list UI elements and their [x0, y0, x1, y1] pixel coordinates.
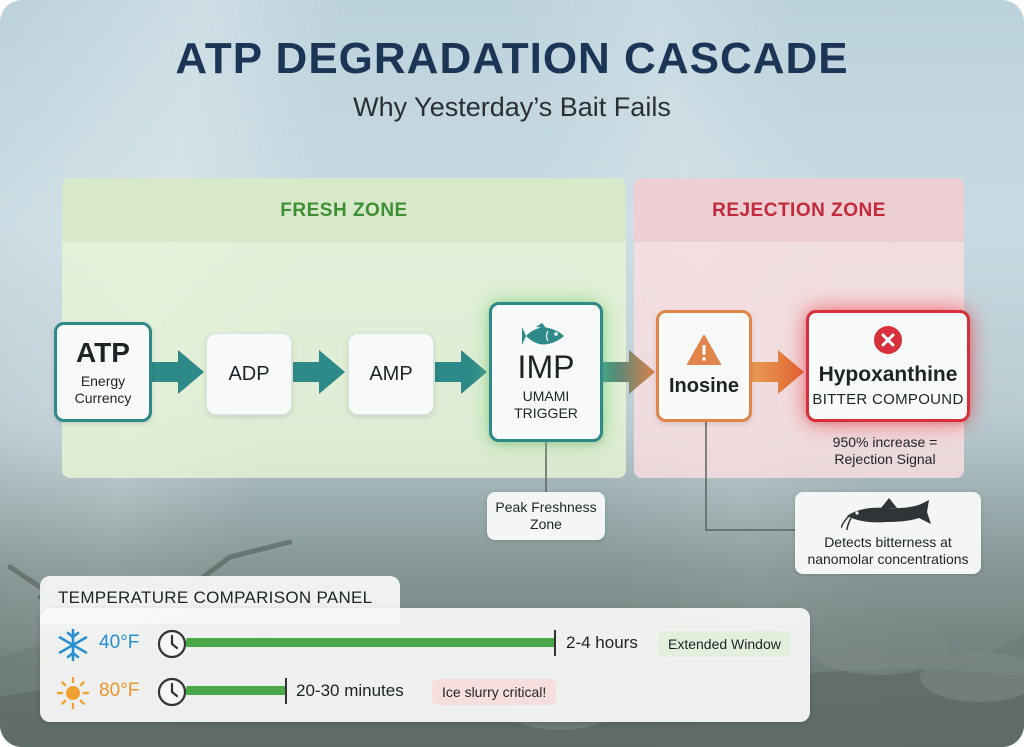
duration-bar-80f	[186, 686, 286, 695]
sun-icon	[56, 676, 90, 710]
page-title: ATP DEGRADATION CASCADE	[175, 34, 849, 83]
node-inosine: Inosine	[656, 310, 752, 422]
imp-label: IMP	[517, 348, 575, 385]
node-imp: IMP UMAMI TRIGGER	[489, 302, 603, 442]
inosine-label: Inosine	[668, 374, 739, 397]
warning-icon	[687, 334, 721, 365]
hypoxanthine-label: Hypoxanthine	[818, 362, 958, 386]
clock-icon	[157, 677, 187, 707]
arrow-amp-imp	[435, 350, 487, 394]
ice-slurry-tag: Ice slurry critical!	[432, 679, 557, 705]
fish-icon	[522, 322, 564, 345]
node-hypoxanthine: Hypoxanthine BITTER COMPOUND	[806, 310, 970, 422]
atp-label: ATP	[76, 337, 130, 368]
duration-40f: 2-4 hours	[566, 633, 638, 652]
detect-bitterness-callout: Detects bitterness at nanomolar concentr…	[795, 492, 981, 574]
duration-bar-40f	[186, 638, 556, 647]
fresh-zone-header	[62, 178, 626, 242]
page-subtitle: Why Yesterday’s Bait Fails	[353, 92, 671, 122]
arrow-adp-amp	[293, 350, 345, 394]
node-adp: ADP	[206, 333, 292, 415]
node-atp: ATP Energy Currency	[54, 322, 152, 422]
imp-sub: UMAMI TRIGGER	[514, 387, 578, 421]
error-x-icon	[874, 325, 902, 354]
detect-bitterness-text: Detects bitterness at nanomolar concentr…	[807, 534, 969, 567]
peak-freshness-callout: Peak Freshness Zone	[487, 492, 605, 540]
increase-annotation: 950% increase = Rejection Signal	[832, 434, 938, 467]
amp-label: AMP	[369, 362, 413, 385]
hypoxanthine-sub: BITTER COMPOUND	[812, 390, 964, 408]
clock-icon	[157, 629, 187, 659]
node-amp: AMP	[348, 333, 434, 415]
extended-window-tag: Extended Window	[658, 631, 791, 657]
catfish-icon	[841, 498, 931, 530]
rejection-zone-header	[634, 178, 964, 242]
duration-bar-end-40f	[554, 630, 556, 656]
duration-bar-end-80f	[285, 678, 287, 704]
arrow-inosine-hypoxanthine	[752, 350, 804, 394]
fresh-zone-label: FRESH ZONE	[280, 200, 408, 221]
rejection-zone-label: REJECTION ZONE	[712, 200, 886, 221]
arrow-atp-adp	[152, 350, 204, 394]
temp-40f: 40°F	[99, 632, 140, 653]
panel-title: TEMPERATURE COMPARISON PANEL	[58, 588, 373, 607]
peak-freshness-text: Peak Freshness Zone	[495, 499, 597, 532]
duration-80f: 20-30 minutes	[296, 681, 404, 700]
arrow-imp-inosine	[603, 350, 655, 394]
atp-sub: Energy Currency	[74, 373, 132, 406]
snowflake-icon	[58, 628, 88, 662]
adp-label: ADP	[228, 362, 270, 385]
temp-80f: 80°F	[99, 680, 140, 701]
